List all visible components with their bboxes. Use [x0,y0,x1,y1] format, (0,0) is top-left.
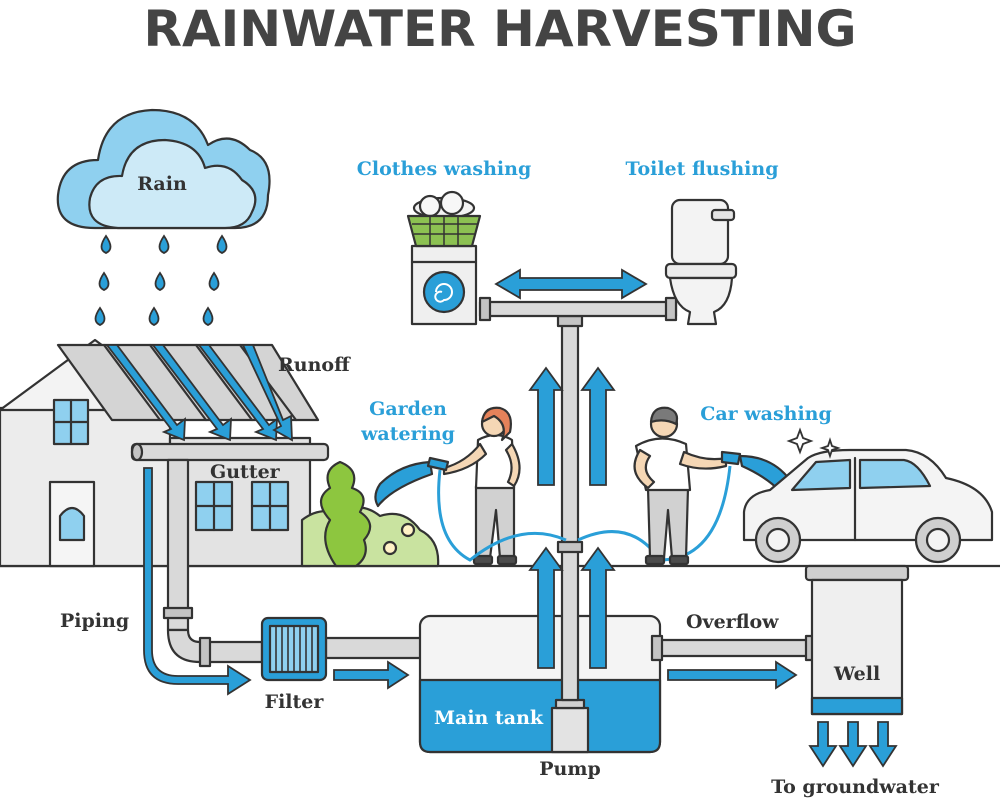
raindrops [94,234,228,326]
house-window [194,480,234,532]
garden-watering-label-line2: watering [360,423,455,445]
raindrop [148,306,160,326]
piping-label: Piping [60,610,129,632]
well: Well [804,564,910,716]
pump [550,698,590,754]
gutter [130,442,330,462]
house-door [48,480,96,568]
filter-label: Filter [265,691,325,713]
overflow-arrow [667,660,798,690]
runoff-label: Runoff [278,354,351,376]
garden-plants [300,460,440,568]
overflow-pipe [650,634,818,662]
toilet [664,198,738,326]
toilet-flushing-label: Toilet flushing [625,158,778,180]
garden-watering-label-line1: Garden [369,398,447,420]
rain-label: Rain [137,173,187,195]
house-window [52,398,90,446]
garden-water-stream [374,460,434,508]
raindrop [216,234,228,254]
raindrop [100,234,112,254]
raindrop [154,271,166,291]
gutter-label: Gutter [210,461,281,483]
car [742,448,994,564]
raindrop [202,306,214,326]
house-window [250,480,290,532]
to-groundwater-label: To groundwater [771,776,940,798]
rain-cloud: Rain [56,108,271,230]
car-washing-label: Car washing [700,403,832,425]
filter [260,616,424,682]
piping-flow-arrow [143,467,252,696]
man-car-washer [633,406,742,566]
garden-hose [437,469,567,562]
supply-pipe [478,296,678,702]
raindrop [208,271,220,291]
clothes-washing-label: Clothes washing [357,158,532,180]
upflow-arrows [528,366,616,669]
well-label: Well [833,663,880,685]
runoff-arrows [105,344,293,442]
main-tank-label: Main tank [434,707,544,729]
pump-label: Pump [539,758,601,780]
downpipe [162,458,264,668]
page-title: RAINWATER HARVESTING [143,0,856,58]
filter-to-tank-arrow [333,660,410,690]
laundry-basket [406,190,482,248]
raindrop [98,271,110,291]
groundwater-arrows [808,721,898,768]
appliances-double-arrow [494,268,648,300]
washing-machine [410,244,478,326]
sparkle-icon [786,427,841,459]
overflow-label: Overflow [686,611,779,633]
raindrop [158,234,170,254]
raindrop [94,306,106,326]
